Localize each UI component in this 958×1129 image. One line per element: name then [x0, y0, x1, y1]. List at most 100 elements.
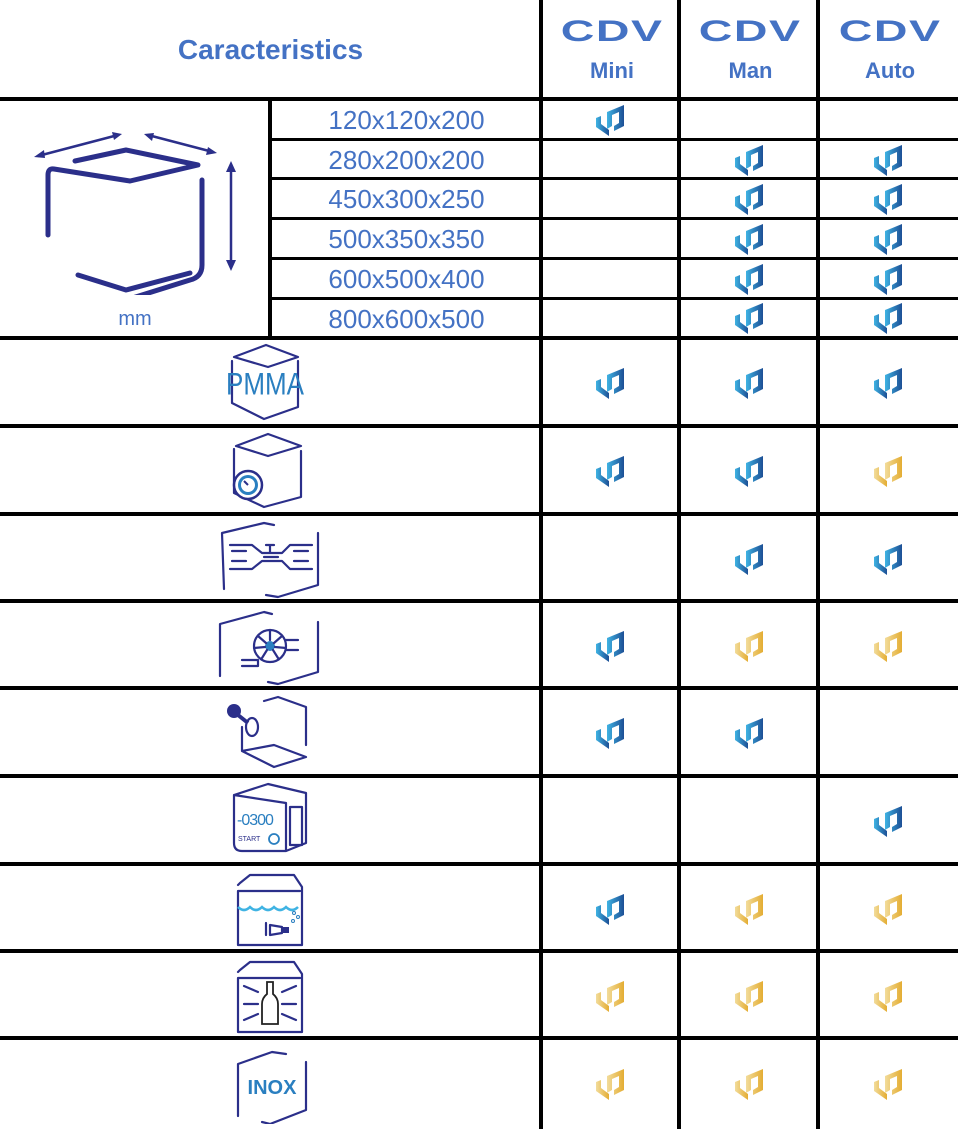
grid-line	[816, 0, 820, 1129]
availability-cell	[818, 865, 958, 952]
availability-cell	[541, 689, 679, 777]
pmma-box-icon: PMMA	[226, 343, 304, 421]
check-blue-icon	[596, 718, 624, 749]
check-blue-icon	[734, 456, 763, 487]
check-blue-icon	[734, 543, 763, 575]
check-gold-icon	[874, 893, 902, 925]
grid-line	[0, 512, 958, 516]
check-gold-icon	[874, 630, 902, 662]
availability-cell	[541, 100, 679, 140]
feature-cell	[0, 689, 541, 777]
brand-logo: CDV	[560, 14, 664, 48]
box-dimensions-icon	[34, 132, 236, 295]
size-option: 800x600x500	[328, 303, 485, 334]
availability-cell	[541, 952, 679, 1039]
check-gold-icon	[874, 1069, 902, 1100]
check-blue-icon	[874, 806, 902, 837]
column-header-man: CDV Man	[683, 0, 818, 99]
check-blue-icon	[874, 368, 902, 399]
table-title: Caracteristics	[177, 33, 364, 65]
availability-cell	[818, 100, 958, 140]
availability-cell	[679, 219, 818, 259]
check-blue-icon	[734, 144, 763, 176]
check-blue-icon	[734, 223, 763, 255]
feature-cell	[0, 952, 541, 1039]
check-blue-icon	[596, 368, 624, 399]
availability-cell	[541, 259, 679, 299]
check-blue-icon	[734, 368, 763, 399]
availability-cell	[541, 427, 679, 515]
availability-cell	[818, 602, 958, 689]
model-label: Auto	[864, 57, 916, 83]
availability-cell	[818, 339, 958, 427]
size-option: 450x300x250	[328, 184, 485, 215]
brand-logo: CDV	[699, 14, 802, 48]
grid-line	[0, 862, 958, 866]
availability-cell	[818, 777, 958, 865]
size-option: 500x350x350	[328, 224, 485, 255]
availability-cell	[541, 339, 679, 427]
size-option: 120x120x200	[328, 105, 485, 135]
brand-logo: CDV	[838, 14, 942, 48]
grid-line	[0, 774, 958, 778]
feature-cell	[0, 515, 541, 602]
feature-cell: INOX	[0, 1039, 541, 1129]
availability-cell	[679, 259, 818, 299]
availability-cell	[541, 602, 679, 689]
check-blue-icon	[734, 303, 763, 335]
blower-fan-icon	[218, 610, 319, 685]
availability-cell	[679, 299, 818, 339]
availability-cell	[818, 689, 958, 777]
grid-line	[270, 256, 958, 260]
availability-cell	[679, 865, 818, 952]
availability-cell	[818, 1039, 958, 1129]
check-blue-icon	[734, 184, 763, 216]
water-bath-tube-icon	[236, 873, 303, 946]
model-label: Man	[728, 57, 773, 83]
column-header-auto: CDV Auto	[822, 0, 958, 99]
check-gold-icon	[734, 980, 763, 1012]
availability-cell	[541, 777, 679, 865]
availability-cell	[541, 865, 679, 952]
check-blue-icon	[734, 718, 763, 749]
feature-cell: -0300 START	[0, 777, 541, 865]
availability-cell	[818, 299, 958, 339]
grid-line	[539, 0, 543, 1129]
grid-line	[0, 949, 958, 953]
check-gold-icon	[874, 456, 902, 487]
availability-cell	[541, 179, 679, 219]
grid-line	[268, 99, 272, 338]
check-gold-icon	[734, 893, 763, 925]
availability-cell	[541, 140, 679, 180]
availability-cell	[679, 140, 818, 180]
availability-cell	[679, 515, 818, 602]
check-blue-icon	[596, 630, 624, 662]
availability-cell	[818, 259, 958, 299]
check-blue-icon	[596, 456, 624, 487]
availability-cell	[541, 299, 679, 339]
availability-cell	[679, 339, 818, 427]
check-blue-icon	[734, 263, 763, 295]
check-gold-icon	[874, 980, 902, 1012]
svg-text:INOX: INOX	[247, 1077, 297, 1099]
venturi-flow-icon	[220, 521, 319, 598]
feature-cell	[0, 427, 541, 515]
check-gold-icon	[596, 980, 624, 1012]
availability-cell	[679, 179, 818, 219]
inox-box-icon: INOX	[236, 1050, 307, 1124]
grid-line	[270, 137, 958, 141]
grid-line	[0, 97, 958, 101]
column-header-mini: CDV Mini	[545, 0, 679, 99]
grid-line	[0, 424, 958, 428]
check-blue-icon	[874, 543, 902, 575]
availability-cell	[679, 777, 818, 865]
bottle-pressure-icon	[236, 960, 303, 1033]
joystick-valve-icon	[226, 695, 307, 769]
availability-cell	[541, 515, 679, 602]
digital-display-box-icon: -0300 START	[232, 782, 307, 853]
grid-line	[270, 296, 958, 300]
size-option: 600x500x400	[328, 263, 485, 294]
grid-line	[0, 1036, 958, 1040]
grid-line	[270, 177, 958, 181]
availability-cell	[818, 515, 958, 602]
